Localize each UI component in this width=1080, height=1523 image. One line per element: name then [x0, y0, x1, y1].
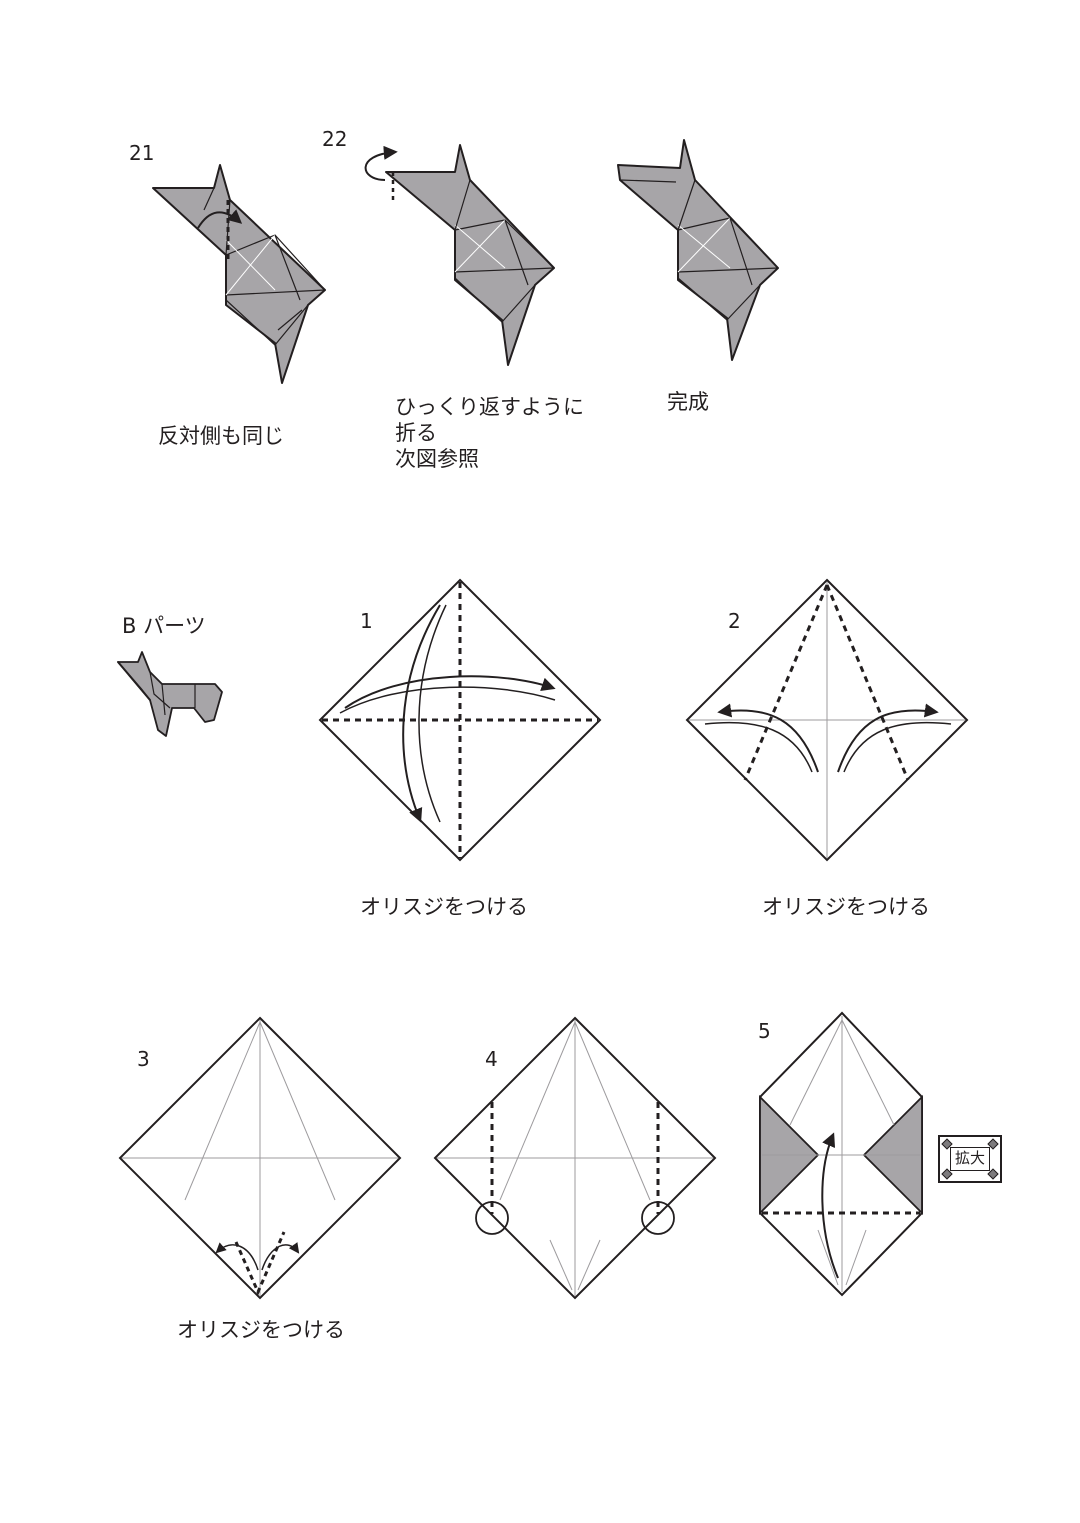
step-2-number: 2 [728, 609, 741, 633]
step-1-figure [318, 578, 602, 862]
part-title: B パーツ [122, 614, 206, 638]
step-22-caption-line-3: 次図参照 [395, 447, 479, 471]
step-22-figure [364, 144, 555, 366]
step-22-caption-line-2: 折る [395, 421, 437, 445]
step-5-figure [759, 1011, 923, 1297]
step-1-number: 1 [360, 609, 373, 633]
step-2-caption: オリスジをつける [762, 895, 930, 919]
b-part-thumbnail [117, 651, 223, 737]
step-3-number: 3 [137, 1047, 150, 1071]
completed-figure [617, 139, 779, 361]
step-4-number: 4 [485, 1047, 498, 1071]
zoom-badge-icon: 拡大 [938, 1135, 1002, 1183]
step-4-figure [433, 1016, 717, 1300]
step-22-number: 22 [322, 127, 347, 151]
step-21-number: 21 [129, 141, 154, 165]
zoom-badge-label: 拡大 [950, 1147, 990, 1171]
step-22-caption: ひっくり返すように 折る 次図参照 [395, 394, 584, 472]
step-22-caption-line-1: ひっくり返すように [395, 395, 584, 419]
step-21-figure [152, 164, 326, 384]
step-1-caption: オリスジをつける [360, 895, 528, 919]
step-21-caption: 反対側も同じ [158, 424, 284, 448]
step-5-number: 5 [758, 1019, 771, 1043]
completed-caption: 完成 [667, 390, 709, 414]
step-2-figure [685, 578, 969, 862]
step-3-caption: オリスジをつける [177, 1318, 345, 1342]
step-3-figure [118, 1016, 402, 1300]
